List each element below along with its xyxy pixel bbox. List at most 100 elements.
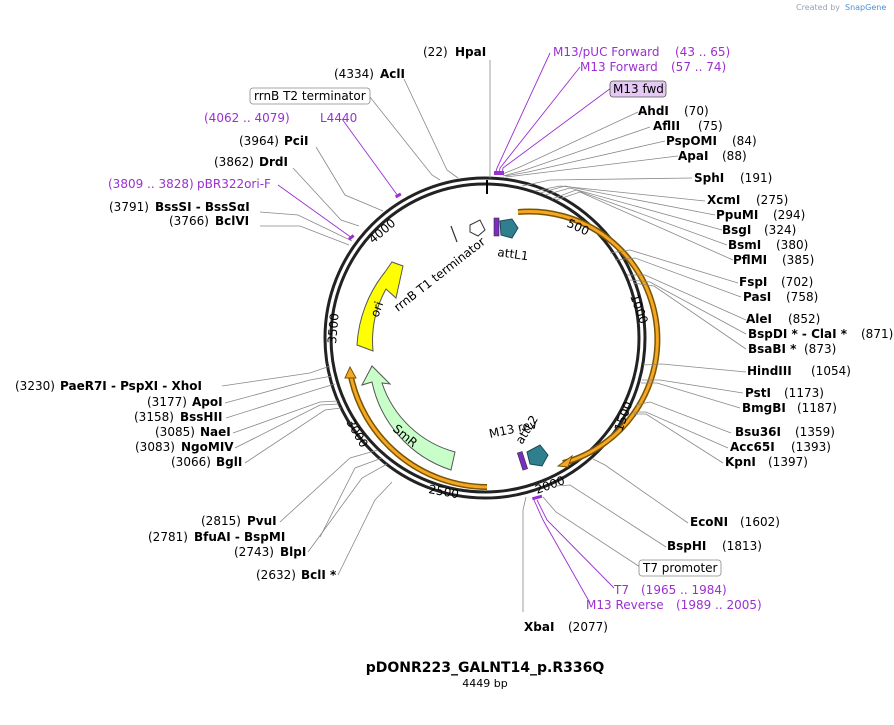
enzyme-name: BclVI xyxy=(215,214,249,228)
enzyme-name: BsaBI * xyxy=(748,342,797,356)
enzyme-name: AflII xyxy=(653,119,680,133)
left-arc xyxy=(348,371,488,489)
enzyme-name: BspHI xyxy=(667,539,706,553)
credit-text: Created by xyxy=(796,3,840,12)
enzyme-name: BglI xyxy=(216,455,242,469)
t7-promoter-box xyxy=(638,559,722,577)
enzyme-name: BspDI * - ClaI * xyxy=(748,327,848,341)
enzyme-name: BsgI xyxy=(722,223,751,237)
enzyme-pos: (1397) xyxy=(768,455,808,469)
enzyme-pos: (3862) xyxy=(214,155,254,169)
enzyme-pos: (852) xyxy=(788,312,820,326)
enzyme-pos: (758) xyxy=(786,290,818,304)
enzyme-pos: (3177) xyxy=(147,395,187,409)
enzyme-name: HpaI xyxy=(455,45,486,59)
smr-feature xyxy=(361,365,456,471)
backbone-inner-ring xyxy=(329,182,641,494)
enzyme-name: PasI xyxy=(743,290,771,304)
enzyme-pos: (324) xyxy=(764,223,796,237)
enzyme-name: ApoI xyxy=(192,395,223,409)
attl1-feature xyxy=(499,218,519,239)
insert-arc xyxy=(517,210,659,465)
enzyme-pos: (385) xyxy=(782,253,814,267)
rrnb-t2-label: rrnB T2 terminator xyxy=(254,89,366,103)
primer-name: T7 xyxy=(613,583,629,597)
primer-name: L4440 xyxy=(320,111,357,125)
enzyme-name: AleI xyxy=(746,312,772,326)
enzyme-name: PpuMI xyxy=(716,208,758,222)
enzyme-name: BlpI xyxy=(280,545,306,559)
left-arc-arrow-head xyxy=(344,365,357,379)
enzyme-pos: (88) xyxy=(722,149,747,163)
primer-name: M13 Reverse xyxy=(586,598,664,612)
leader-lines xyxy=(221,60,747,612)
plasmid-title: pDONR223_GALNT14_p.R336Q xyxy=(366,660,605,676)
enzyme-pos: (1813) xyxy=(722,539,762,553)
enzyme-pos: (1602) xyxy=(740,515,780,529)
enzyme-name: NgoMIV xyxy=(181,440,234,454)
enzyme-name: AhdI xyxy=(638,104,669,118)
enzyme-name: NaeI xyxy=(200,425,231,439)
enzyme-name: EcoNI xyxy=(690,515,728,529)
enzyme-pos: (84) xyxy=(732,134,757,148)
enzyme-pos: (3791) xyxy=(109,200,149,214)
primer-range: (3809 .. 3828) xyxy=(108,177,194,191)
enzyme-pos: (3085) xyxy=(155,425,195,439)
enzyme-name: Bsu36I xyxy=(735,425,781,439)
snapgene-logo: SnapGene xyxy=(845,3,886,12)
m13rev-site xyxy=(516,451,529,471)
enzyme-pos: (4334) xyxy=(334,67,374,81)
m13-forward-primer-mark xyxy=(494,171,504,175)
enzyme-name: BsmI xyxy=(728,238,761,252)
primer-name: pBR322ori-F xyxy=(197,177,271,191)
backbone-outer-ring xyxy=(323,176,647,500)
enzyme-name: FspI xyxy=(739,275,767,289)
enzyme-name: BssSI - BssSαI xyxy=(155,200,250,214)
plasmid-length: 4449 bp xyxy=(462,677,507,690)
enzyme-pos: (2743) xyxy=(234,545,274,559)
enzyme-name: PvuI xyxy=(247,514,277,528)
primer-range: (1965 .. 1984) xyxy=(641,583,727,597)
enzyme-name: BclI * xyxy=(301,568,337,582)
l4440-primer-mark xyxy=(394,192,402,199)
tick-500: 500 xyxy=(565,216,592,238)
insert-arrow-head xyxy=(556,454,574,468)
enzyme-pos: (2815) xyxy=(201,514,241,528)
enzyme-pos: (380) xyxy=(776,238,808,252)
enzyme-pos: (3158) xyxy=(134,410,174,424)
enzyme-pos: (871) xyxy=(861,327,893,341)
enzyme-pos: (275) xyxy=(756,193,788,207)
rrnb-t1-terminator-feature xyxy=(469,219,486,237)
enzyme-name: SphI xyxy=(694,171,724,185)
ruler-ticks: 500 1000 1500 2000 2500 3000 3500 4000 xyxy=(325,216,651,501)
enzyme-pos: (3230) xyxy=(15,379,55,393)
enzyme-pos: (75) xyxy=(698,119,723,133)
enzyme-pos: (2632) xyxy=(256,568,296,582)
t7-promoter-label: T7 promoter xyxy=(642,561,718,575)
primer-range: (43 .. 65) xyxy=(675,45,730,59)
enzyme-pos: (2077) xyxy=(568,620,608,634)
enzyme-pos: (3083) xyxy=(135,440,175,454)
enzyme-name: PflMI xyxy=(733,253,767,267)
enzyme-name: Acc65I xyxy=(730,440,775,454)
tick-4000: 4000 xyxy=(366,216,398,246)
enzyme-name: HindIII xyxy=(747,364,792,378)
attl2-feature xyxy=(526,444,549,467)
tick-3500: 3500 xyxy=(325,313,342,345)
enzyme-pos: (294) xyxy=(773,208,805,222)
enzyme-pos: (1393) xyxy=(791,440,831,454)
enzyme-name: PspOMI xyxy=(666,134,717,148)
enzyme-pos: (3964) xyxy=(239,134,279,148)
primer-labels: M13/pUC Forward (43 .. 65) M13 Forward (… xyxy=(108,45,762,612)
enzyme-name: PaeR7I - PspXI - XhoI xyxy=(60,379,202,393)
enzyme-pos: (1187) xyxy=(797,401,837,415)
rrnb-t2-box xyxy=(249,87,371,105)
enzyme-name: XbaI xyxy=(524,620,554,634)
primer-range: (1989 .. 2005) xyxy=(676,598,762,612)
rrnb-t2-tick xyxy=(450,225,458,243)
enzyme-pos: (702) xyxy=(781,275,813,289)
enzyme-name: PstI xyxy=(745,386,771,400)
primer-name: M13/pUC Forward xyxy=(553,45,660,59)
insert-arc-outline xyxy=(517,208,661,466)
